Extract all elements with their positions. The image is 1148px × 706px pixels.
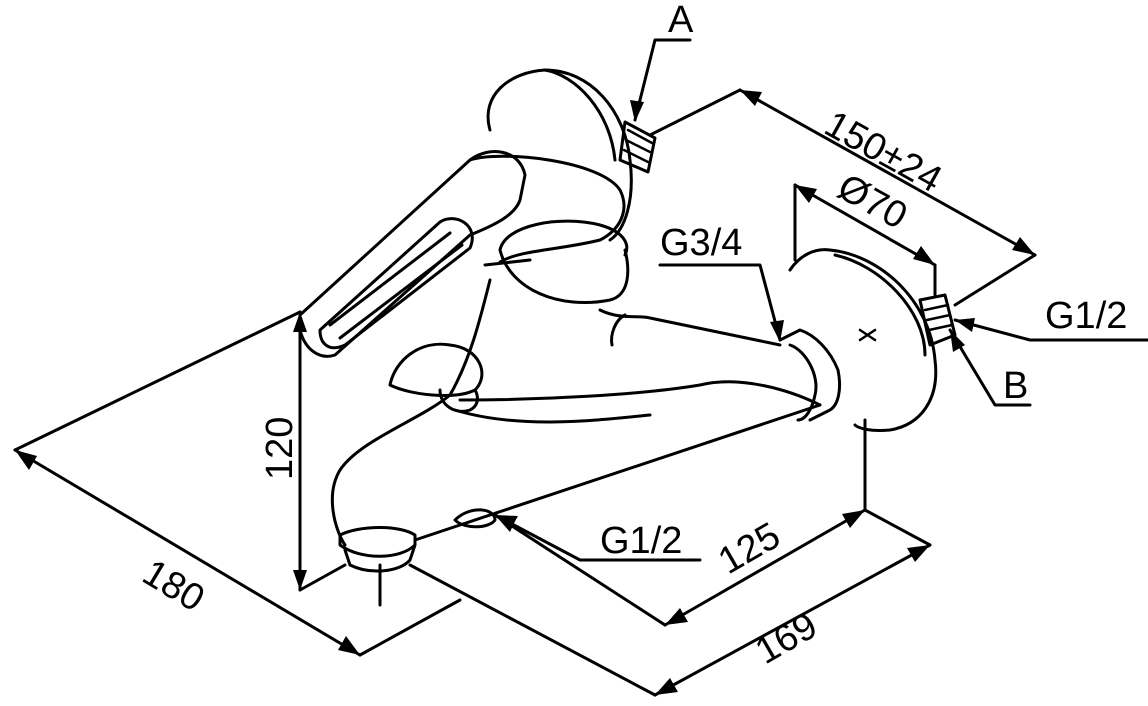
- escutcheon-b: [788, 248, 938, 432]
- dim-180: 180: [135, 552, 211, 621]
- thread-a: [618, 120, 657, 174]
- faucet-body: [298, 68, 957, 607]
- spout: [338, 403, 822, 607]
- dim-120: 120: [259, 417, 301, 480]
- dim-169: 169: [749, 605, 825, 673]
- label-b: B: [1003, 365, 1028, 407]
- dim-125: 125: [712, 515, 788, 583]
- thread-b: [918, 293, 957, 347]
- union-nut: [778, 328, 842, 422]
- leader-lines: [493, 38, 1148, 562]
- label-a: A: [668, 0, 694, 41]
- label-g12-bottom: G1/2: [600, 520, 682, 562]
- label-g34: G3/4: [660, 222, 742, 264]
- diverter-knob: [388, 342, 484, 413]
- label-g12-right: G1/2: [1045, 295, 1127, 337]
- lever-handle: [298, 150, 626, 358]
